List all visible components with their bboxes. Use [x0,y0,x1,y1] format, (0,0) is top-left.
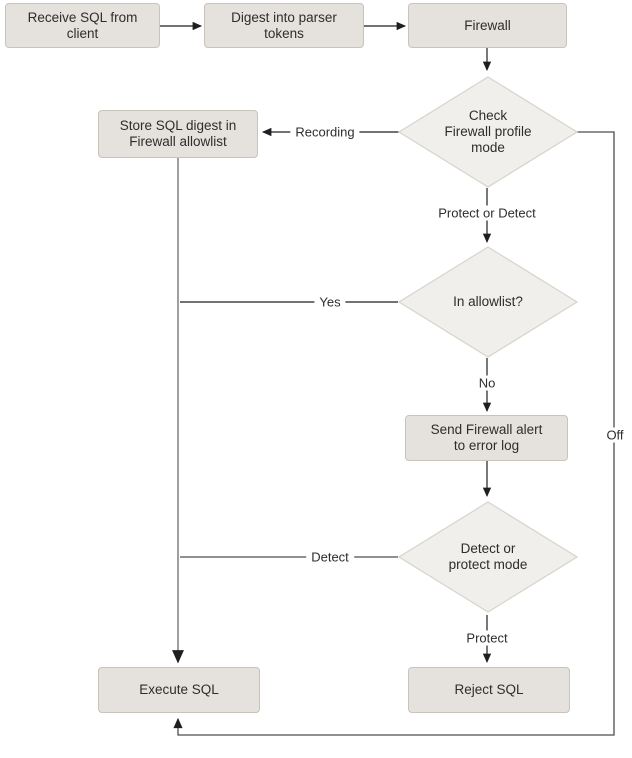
node-digest-tokens-label: Digest into parser tokens [231,9,337,41]
decision-check-profile-mode: Check Firewall profile mode [398,76,578,188]
node-digest-tokens: Digest into parser tokens [204,3,364,48]
node-reject-sql: Reject SQL [408,667,570,713]
decision-detect-or-protect-label: Detect or protect mode [448,541,528,572]
edge-label-yes: Yes [314,294,346,310]
node-send-alert-label: Send Firewall alert to error log [430,422,543,453]
node-execute-sql-label: Execute SQL [139,682,219,697]
decision-in-allowlist-label: In allowlist? [453,294,523,309]
edge-label-recording: Recording [290,124,360,140]
node-firewall: Firewall [408,3,567,48]
edge-label-detect: Detect [306,549,354,565]
edge-label-protect: Protect [461,630,513,646]
diamond-shape [398,501,578,613]
node-execute-sql: Execute SQL [98,667,260,713]
node-reject-sql-label: Reject SQL [454,682,524,697]
node-receive-sql-label: Receive SQL from client [27,9,138,41]
edge-label-off: Off [601,427,629,443]
node-firewall-label: Firewall [464,17,511,33]
diamond-shape [398,76,578,188]
node-send-alert: Send Firewall alert to error log [405,415,568,461]
decision-detect-or-protect: Detect or protect mode [398,501,578,613]
edge-label-no: No [473,375,501,391]
node-receive-sql: Receive SQL from client [5,3,160,48]
edge-label-protect-or-detect: Protect or Detect [433,205,541,221]
decision-check-profile-mode-label: Check Firewall profile mode [444,108,532,155]
diamond-shape [398,246,578,358]
decision-in-allowlist: In allowlist? [398,246,578,358]
node-store-digest: Store SQL digest in Firewall allowlist [98,110,258,158]
node-store-digest-label: Store SQL digest in Firewall allowlist [119,118,237,149]
